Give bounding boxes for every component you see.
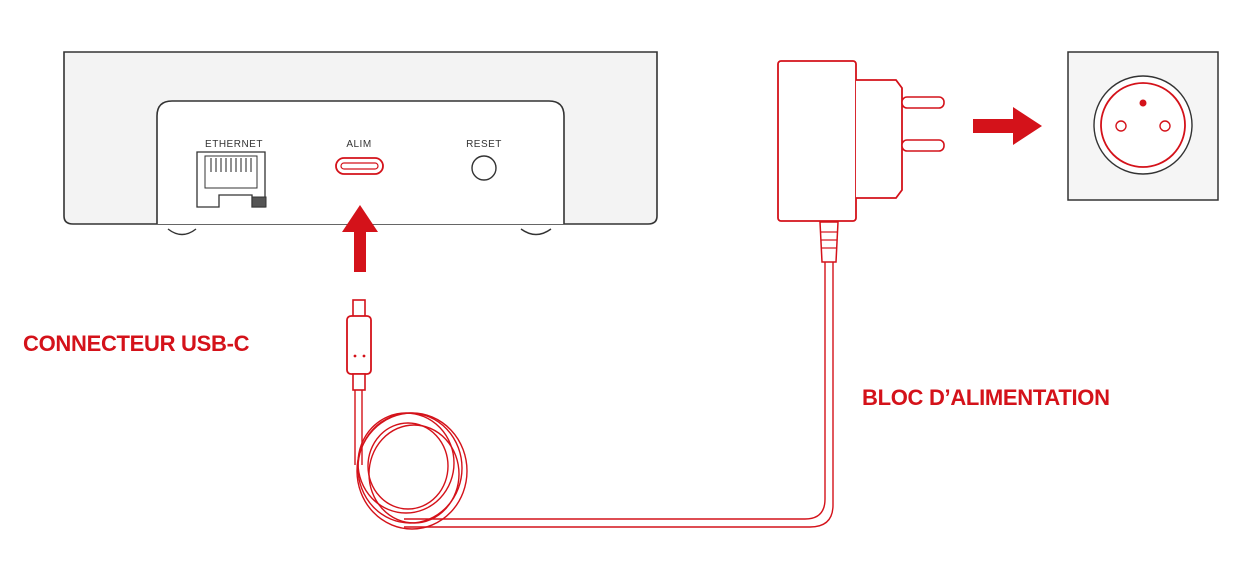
- usb-c-port-icon: [335, 157, 384, 175]
- power-cable: [354, 260, 834, 530]
- ethernet-port-icon: [196, 151, 267, 208]
- up-arrow-icon: [342, 205, 378, 272]
- right-arrow-icon: [973, 107, 1042, 145]
- reset-button-icon: [471, 155, 497, 181]
- ethernet-label: ETHERNET: [205, 139, 263, 150]
- router-device: ETHERNET ALIM RESET: [63, 51, 658, 236]
- power-block-label: BLOC D’ALIMENTATION: [862, 385, 1110, 410]
- reset-label: RESET: [466, 139, 502, 150]
- wall-outlet-icon: [1067, 51, 1219, 201]
- usb-connector-label: CONNECTEUR USB-C: [23, 331, 250, 356]
- power-adapter-icon: [777, 60, 945, 263]
- usb-c-plug-icon: [346, 299, 372, 391]
- alim-label: ALIM: [346, 139, 371, 150]
